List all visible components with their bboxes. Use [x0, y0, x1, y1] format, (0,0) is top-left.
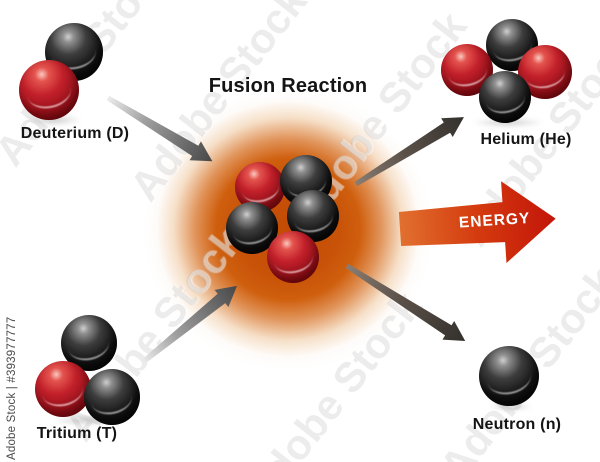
energy-label: ENERGY — [458, 210, 530, 232]
plasma-glow — [143, 88, 433, 370]
helium-label: Helium (He) — [480, 131, 572, 148]
cluster-shadow — [482, 401, 540, 412]
neutron-sphere — [84, 369, 140, 425]
watermark-credit: Adobe Stock | #393977777 — [6, 316, 18, 460]
proton-sphere — [35, 361, 91, 417]
proton-sphere — [19, 60, 79, 120]
neutron-label: Neutron (n) — [472, 416, 562, 433]
deuterium-label: Deuterium (D) — [20, 125, 130, 142]
proton-sphere — [267, 231, 319, 283]
neutron-sphere — [479, 71, 531, 123]
diagram-title: Fusion Reaction — [208, 75, 368, 97]
neutron-sphere — [479, 346, 539, 406]
tritium-label: Tritium (T) — [36, 425, 118, 442]
